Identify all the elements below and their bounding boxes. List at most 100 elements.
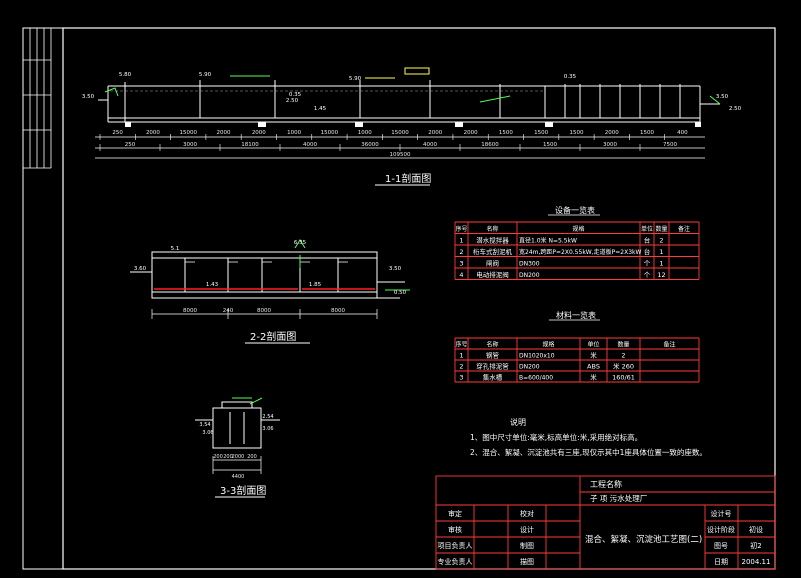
table-cell: 个 [644, 260, 651, 268]
title-block-label: 项目负责人 [438, 541, 473, 550]
elevation-label: 3.06 [262, 426, 273, 432]
table-cell: 米 [590, 351, 597, 360]
title-block-label: 校对 [520, 509, 534, 518]
dimension-label: 2000 [252, 130, 266, 136]
dimension-label: 1500 [640, 130, 654, 136]
table-cell: 2 [621, 352, 625, 360]
dimension-label: 200 [223, 454, 233, 460]
table-header-cell: 单位 [641, 225, 653, 233]
elevation-label: 3.60 [134, 266, 147, 272]
dimension-label: 1500 [543, 142, 557, 148]
table-cell: 直径1.0米 N=5.5kW [519, 237, 577, 245]
elevation-label: 3.06 [202, 430, 213, 436]
table-header-cell: 名称 [486, 225, 498, 233]
table-cell: 台 [644, 247, 651, 256]
title-block-value: 2004.11 [742, 558, 771, 566]
dimension-label: 8000 [183, 308, 197, 314]
dimension-label: 1500 [569, 130, 583, 136]
table-cell: 160/61 [612, 374, 635, 382]
table-cell: 3 [459, 260, 463, 268]
table-cell: 1 [659, 260, 663, 268]
elevation-label: 0.35 [564, 74, 577, 80]
table-header-cell: 备注 [663, 341, 675, 349]
elevation-label: 1.43 [206, 282, 219, 288]
elevation-label: 3.50 [389, 266, 402, 272]
table-header-cell: 名称 [486, 341, 498, 349]
elevation-label: 0.50 [394, 290, 407, 296]
table-header-cell: 规格 [572, 225, 584, 233]
title-block-label: 设计号 [711, 509, 732, 518]
title-block-value: 初2 [750, 541, 761, 550]
dimension-label: 250 [112, 130, 123, 136]
title-block-label: 设计阶段 [707, 525, 735, 534]
dimension-label: 250 [125, 142, 136, 148]
project-label: 工程名称 [590, 479, 622, 489]
dimension-label: 7500 [663, 142, 677, 148]
section-2-2-title: 2-2剖面图 [250, 330, 296, 343]
table-cell: 集水槽 [483, 373, 503, 382]
title-block-label: 制图 [520, 541, 534, 550]
dimension-label: 15000 [321, 130, 339, 136]
table-header-cell: 数量 [617, 341, 629, 349]
dimension-label: 2000 [146, 130, 160, 136]
table-header-cell: 序号 [455, 341, 467, 349]
dimension-label: 400 [677, 130, 688, 136]
elevation-label: 5.80 [119, 72, 132, 78]
dimension-label: 15000 [391, 130, 409, 136]
title-block-text: 工程名称 子 项 污水处理厂 混合、絮凝、沉淀池工艺图(二) 审定审核项目负责人… [438, 479, 771, 566]
dimension-label: 4000 [303, 142, 317, 148]
dimension-label: 2000 [464, 130, 478, 136]
table-header-cell: 备注 [678, 225, 690, 233]
dimension-label: 2000 [232, 454, 245, 460]
table-cell: ABS [587, 363, 600, 371]
title-block-label: 描图 [520, 557, 534, 566]
dimension-label: 240 [223, 308, 234, 314]
dimension-label: 2000 [605, 130, 619, 136]
elevation-label: 1.85 [309, 282, 322, 288]
dimension-label: 3000 [183, 142, 197, 148]
overall-dimension-label: 109500 [390, 152, 411, 158]
table-cell: 个 [644, 271, 651, 279]
elevation-label: 3.54 [199, 422, 210, 428]
material-table-title: 材料一览表 [556, 310, 596, 320]
dimension-label: 2000 [217, 130, 231, 136]
table-cell: 1 [659, 248, 663, 256]
table-cell: 钢管 [486, 351, 500, 360]
elevation-label: 5.1 [171, 246, 180, 252]
dimension-label: 3000 [603, 142, 617, 148]
table-cell: DN300 [519, 261, 540, 268]
dimension-label: 4000 [423, 142, 437, 148]
notes-title: 说明 [510, 417, 526, 427]
table-header-cell: 序号 [455, 225, 467, 233]
table-cell: 1 [459, 237, 463, 245]
elevation-label: 6.35 [294, 240, 307, 246]
table-cell: 台 [644, 236, 651, 245]
table-cell: 米 [590, 373, 597, 382]
dimension-label: 36000 [361, 142, 379, 148]
elevation-label: 5.90 [349, 76, 362, 82]
note-2: 2、混合、絮凝、沉淀池共有三座,现仅示其中1座具体位置一致的座数。 [470, 447, 707, 457]
dimension-label: 18100 [241, 142, 259, 148]
drawing-title: 混合、絮凝、沉淀池工艺图(二) [585, 534, 702, 545]
table-cell: 3 [459, 374, 463, 382]
elevation-label: 5.90 [199, 72, 212, 78]
table-cell: 米 260 [613, 362, 634, 371]
dimension-label: 8000 [257, 308, 271, 314]
binding-strip [23, 27, 63, 169]
table-header-cell: 规格 [542, 341, 554, 349]
elevation-label: 0.35 [289, 92, 302, 98]
dimension-label: 4400 [232, 474, 245, 480]
table-cell: 2 [459, 363, 463, 371]
elevation-label: 1.45 [314, 106, 327, 112]
project-name: 子 项 污水处理厂 [590, 493, 648, 503]
title-block-label: 审定 [448, 509, 462, 518]
table-cell: 穿孔排泥管 [476, 362, 509, 371]
table-cell: 12 [657, 271, 665, 279]
table-header-cell: 数量 [655, 225, 667, 233]
